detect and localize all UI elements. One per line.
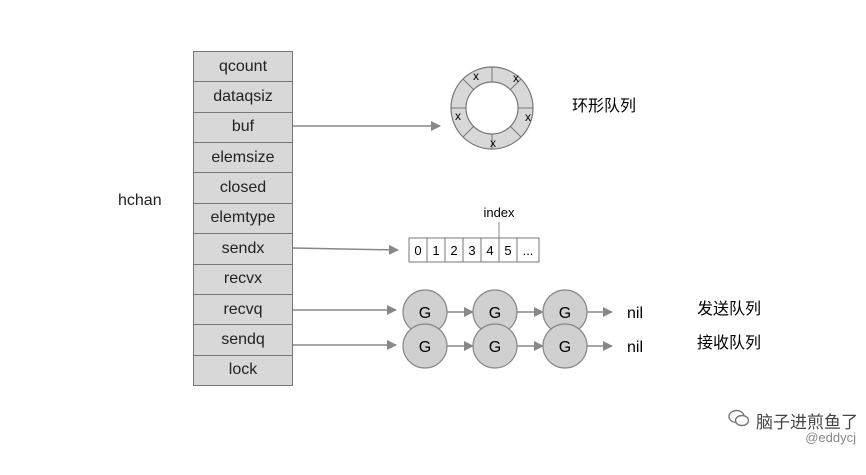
ring-buffer: x x x x x [450,66,534,150]
goroutine-label: G [489,305,501,322]
index-label: index [483,205,515,220]
queue-label: 发送队列 [697,300,761,318]
array-cell-label: 4 [486,243,493,258]
array-cell-label: 0 [414,243,421,258]
field-elemtype: elemtype [194,203,292,235]
ring-label: 环形队列 [572,97,636,115]
array-cell-label: 3 [468,243,475,258]
goroutine-label: G [419,305,431,322]
array-cell-label: 5 [504,243,511,258]
field-lock: lock [194,355,292,385]
queue-tail-nil: nil [627,339,643,356]
ring-mark: x [473,69,479,83]
array-cell-label: 1 [432,243,439,258]
array-cell [516,237,540,263]
ring-mark: x [513,71,519,85]
ring-mark: x [490,136,496,150]
hchan-struct: qcount dataqsiz buf elemsize closed elem… [193,51,293,386]
ring-mark: x [455,109,461,123]
field-buf: buf [194,112,292,144]
queue-tail-nil: nil [627,305,643,322]
field-elemsize: elemsize [194,143,292,174]
watermark: 脑子进煎鱼了 [728,408,858,433]
field-sendx: sendx [194,234,292,265]
watermark-name: 脑子进煎鱼了 [756,413,858,432]
field-closed: closed [194,173,292,204]
wechat-icon [728,409,750,432]
field-recvq: recvq [194,294,292,326]
hchan-label: hchan [118,192,162,209]
goroutine-label: G [489,339,501,356]
array-cell-label: ... [523,243,534,258]
goroutine-label: G [419,339,431,356]
array-cell-label: 2 [450,243,457,258]
field-dataqsiz: dataqsiz [194,82,292,113]
sendx-arrow [292,244,399,255]
field-qcount: qcount [194,52,292,83]
field-sendq: sendq [194,325,292,356]
ring-mark: x [525,110,531,124]
watermark-handle: @eddycj [805,430,856,445]
field-recvx: recvx [194,264,292,295]
goroutine-label: G [559,339,571,356]
goroutine-label: G [559,305,571,322]
queue-label: 接收队列 [697,334,761,352]
